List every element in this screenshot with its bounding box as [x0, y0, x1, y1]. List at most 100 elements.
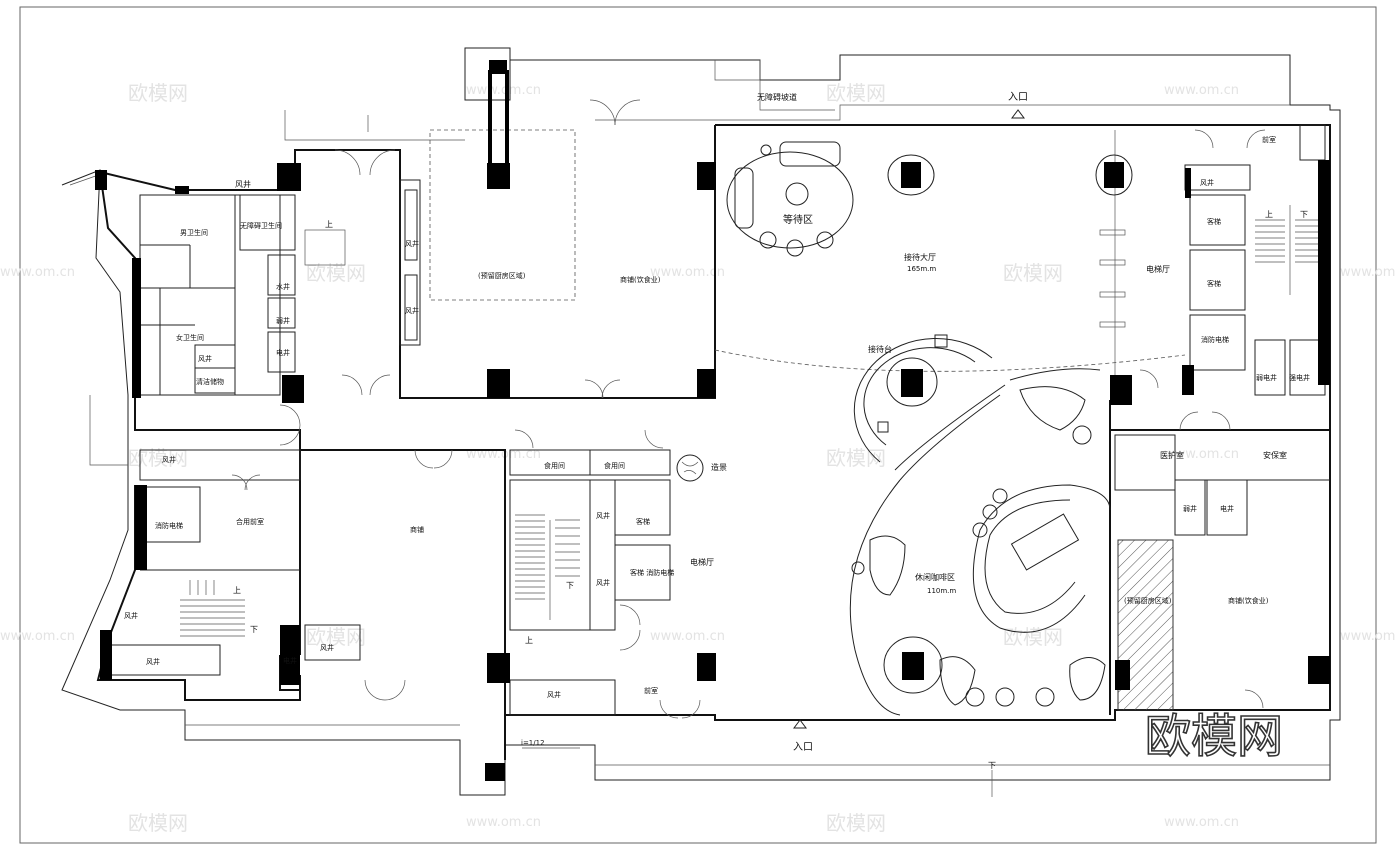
lounge-bar — [849, 368, 1111, 716]
label-elevator-right-b: 客梯 — [1207, 279, 1221, 288]
landscape-icon — [676, 454, 704, 482]
watermark-url: www.om.cn — [466, 83, 541, 98]
stairs-lower-middle — [515, 514, 580, 620]
building-walls — [96, 124, 1331, 760]
doors — [231, 99, 1266, 719]
label-elevator: 客梯 — [636, 517, 650, 526]
watermark-text: 欧模网 — [306, 261, 366, 285]
label-food-room-b: 食用间 — [604, 461, 625, 470]
watermark-url: www.om.cn — [650, 629, 725, 644]
label-up-middle: 上 — [525, 636, 533, 645]
label-front-room: 前室 — [644, 686, 658, 695]
structural-columns — [95, 60, 1330, 781]
label-leisure-area-size: 110m.m — [927, 587, 956, 595]
label-weak-elec: 弱电井 — [1256, 373, 1277, 382]
label-up-left: 上 — [233, 586, 241, 595]
stairs-lower-left — [180, 580, 245, 637]
label-shop-catering-top: 商铺(饮食业) — [620, 275, 661, 284]
watermark-text: 欧模网 — [1003, 625, 1063, 649]
label-rest-area: 等待区 — [783, 213, 813, 226]
label-wind-shaft-left: 风井 — [162, 455, 176, 464]
label-wind-shaft-mid: 风井 — [320, 643, 334, 652]
label-barrier-free-toilet: 无障碍卫生间 — [240, 221, 282, 230]
stairs-right — [1255, 205, 1320, 295]
drawing-frame — [19, 6, 1377, 844]
label-leisure-area: 休闲咖啡区 — [915, 572, 955, 582]
watermark-text: 欧模网 — [306, 625, 366, 649]
watermark-url: www.om.cn — [1340, 265, 1396, 280]
label-reception-hall: 接待大厅 — [904, 252, 936, 262]
label-slope: i=1/12 — [521, 739, 545, 747]
label-wind-shaft-left-b: 风井 — [124, 611, 138, 620]
room-labels: 风井 无障碍坡道 入口 等待区 接待大厅 165m.m 电梯厅 接待台 (预留厨… — [124, 92, 1310, 770]
label-up-top: 上 — [325, 220, 333, 229]
label-shared-lobby: 合用前室 — [236, 517, 264, 526]
label-elevator-fire: 客梯 消防电梯 — [630, 568, 674, 577]
label-kitchen-zone: (预留厨房区域) — [478, 271, 526, 280]
watermark-text: 欧模网 — [128, 811, 188, 835]
label-wind-shaft: 风井 — [235, 179, 251, 189]
reception-desk — [853, 334, 993, 463]
label-water-well: 水井 — [276, 282, 290, 291]
watermark-url: www.om.cn — [1340, 629, 1396, 644]
waiting-area-furniture — [726, 141, 854, 257]
watermark-url: www.om.cn — [1164, 83, 1239, 98]
label-kitchen-zone-right: (预留厨房区域) — [1124, 596, 1172, 605]
label-landscape: 造景 — [711, 462, 727, 472]
label-shop-middle: 商铺 — [410, 525, 424, 534]
label-elec-well-right: 电井 — [1220, 504, 1234, 513]
label-wind-shaft-core-b: 风井 — [596, 578, 610, 587]
brand-logo: 欧模网 — [1145, 709, 1283, 763]
watermark-url: www.om.cn — [1164, 447, 1239, 462]
label-reception-desk: 接待台 — [868, 344, 892, 354]
label-mens-toilet: 男卫生间 — [180, 228, 208, 237]
label-strong-elec: 强电井 — [1289, 373, 1310, 382]
watermark-text: 欧模网 — [128, 81, 188, 105]
label-elec-well-b: 电井 — [283, 656, 297, 665]
label-wind-shaft-b: 风井 — [405, 306, 419, 315]
label-wind-shaft-toilet: 风井 — [198, 354, 212, 363]
label-food-room-a: 食用间 — [544, 461, 565, 470]
hall-columns — [883, 154, 1133, 694]
label-wind-shaft-bottom: 风井 — [547, 690, 561, 699]
label-wind-shaft-core: 风井 — [596, 511, 610, 520]
label-womens-toilet: 女卫生间 — [176, 333, 204, 342]
label-weak-well-right: 弱井 — [1183, 504, 1197, 513]
watermark-url: www.om.cn — [1164, 815, 1239, 830]
label-down-middle: 下 — [566, 581, 574, 590]
watermark-text: 欧模网 — [826, 81, 886, 105]
label-up-right: 上 — [1265, 210, 1273, 219]
label-security-room: 安保室 — [1263, 450, 1287, 460]
watermark-text: 欧模网 — [826, 811, 886, 835]
label-fire-elevator-right: 消防电梯 — [1201, 335, 1229, 344]
label-fire-elevator: 消防电梯 — [155, 521, 183, 530]
label-cleaning-room: 清洁储物 — [196, 377, 224, 386]
label-entrance-bottom: 入口 — [793, 742, 813, 753]
label-elevator-hall-right: 电梯厅 — [1146, 264, 1170, 274]
label-wind-shaft-left-c: 风井 — [146, 657, 160, 666]
label-elevator-right-a: 客梯 — [1207, 217, 1221, 226]
watermark-url: www.om.cn — [650, 265, 725, 280]
label-entrance-top: 入口 — [1008, 92, 1028, 103]
watermark-url: www.om.cn — [0, 629, 75, 644]
label-shop-catering-right: 商铺(饮食业) — [1228, 596, 1269, 605]
label-reception-hall-area: 165m.m — [907, 265, 936, 273]
watermark-text: 欧模网 — [826, 446, 886, 470]
label-down-bottom: 下 — [988, 761, 996, 770]
label-medical-room: 医护室 — [1160, 450, 1184, 460]
watermark-url: www.om.cn — [0, 265, 75, 280]
label-elevator-hall: 电梯厅 — [690, 557, 714, 567]
label-down-left: 下 — [250, 625, 258, 634]
label-front-room-right: 前室 — [1262, 135, 1276, 144]
label-wind-shaft-right: 风井 — [1200, 178, 1214, 187]
label-weak-well: 弱井 — [276, 316, 290, 325]
label-elec-well: 电井 — [276, 348, 290, 357]
watermark-url: www.om.cn — [466, 815, 541, 830]
label-down-right: 下 — [1300, 210, 1308, 219]
entrance-markers — [367, 109, 1025, 797]
exterior-outline — [61, 47, 1341, 796]
label-barrier-free-passage: 无障碍坡道 — [757, 92, 797, 102]
label-wind-shaft-a: 风井 — [405, 239, 419, 248]
watermark-text: 欧模网 — [1003, 261, 1063, 285]
